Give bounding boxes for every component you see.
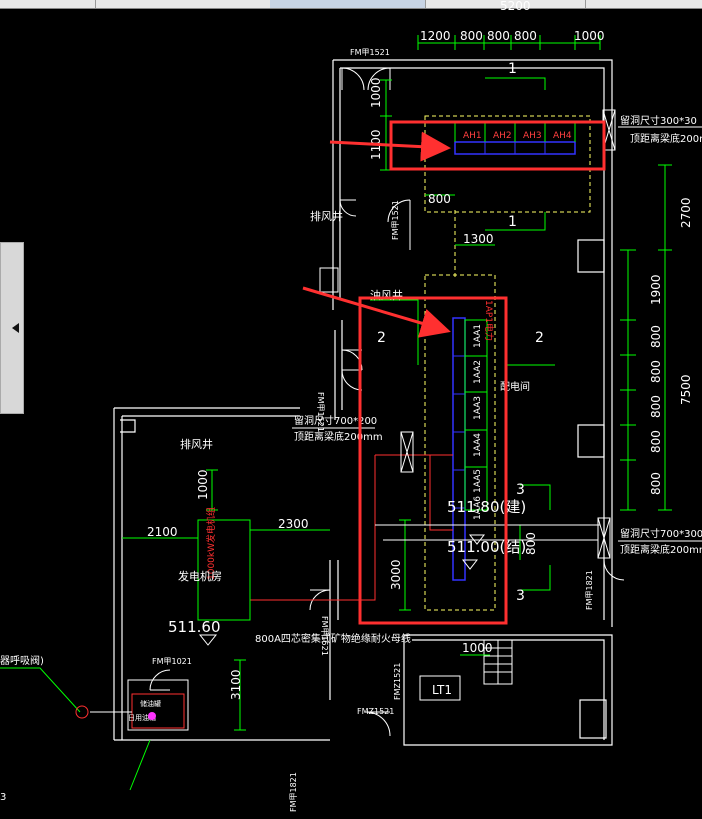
- door-label-2: FM甲1521: [391, 200, 400, 240]
- aa-panel-column[interactable]: 1AA1 1AA2 1AA3 1AA4 1AA5 1AA6: [452, 317, 488, 581]
- opening-markers: [400, 109, 616, 559]
- door-label-4: FM甲1521: [320, 616, 329, 656]
- elevation-structural: 511.00(结): [447, 538, 526, 556]
- door-label-6: FMZ1521: [393, 663, 402, 700]
- section-1a: 1: [508, 61, 517, 77]
- collapse-arrow-icon[interactable]: [12, 323, 19, 333]
- note-2-offset: 顶距离梁底200mm: [294, 430, 383, 443]
- toolbar-tab[interactable]: [425, 0, 586, 8]
- breather-valve-label: 器呼吸阀): [0, 654, 44, 667]
- note-3-size: 留洞尺寸700*300: [620, 527, 702, 540]
- busway-leaders: [375, 524, 600, 541]
- door-label-1: FM甲1521: [350, 48, 390, 57]
- dim-1300: 1300: [463, 232, 494, 246]
- elevation-architectural: 511.80(建): [447, 498, 526, 516]
- door-label-3: FM甲1521: [316, 392, 325, 432]
- dim-1000: 1000: [369, 77, 383, 108]
- dim-2100: 2100: [147, 525, 178, 539]
- door-label-9: FM甲1821: [289, 772, 298, 812]
- room-shaft: 油风井: [370, 288, 403, 302]
- aa-panel-4: 1AA4: [473, 433, 483, 457]
- room-generator: 发电机房: [178, 569, 222, 583]
- door-labels: FM甲1521 FM甲1521 FM甲1521 FM甲1521 FM甲1021 …: [152, 48, 594, 812]
- dim-800a: 800: [428, 192, 451, 206]
- note-3-offset: 顶距离梁底200mm: [620, 543, 702, 556]
- aa-panel-1: 1AA1: [473, 324, 483, 348]
- aa-panel-2: 1AA2: [473, 360, 483, 384]
- section-2b: 2: [535, 330, 544, 346]
- lift-label: LT1: [432, 683, 452, 697]
- dim-top-5: 1000: [574, 29, 605, 43]
- generator-panel-label: 1000kW发电机组: [205, 507, 217, 580]
- dim-top-3: 800: [487, 29, 510, 43]
- dim-top-total: 5200: [500, 0, 531, 13]
- fuel-tank[interactable]: 储油罐 日用油箱: [127, 679, 189, 731]
- vertical-red-label: 1AP1电力: [483, 300, 495, 341]
- doors: [149, 67, 625, 737]
- ah-panel-4: AH4: [553, 131, 572, 141]
- dim-3100: 3100: [229, 669, 243, 700]
- generator-panel[interactable]: 1000kW发电机组: [197, 507, 251, 621]
- door-label-7: FMZ1521: [357, 707, 394, 716]
- dimension-text: 1200 800 800 800 1000 5200 1000 1100 800…: [147, 0, 693, 700]
- section-1b: 1: [508, 214, 517, 230]
- note-2-size: 留洞尺寸700*200: [294, 414, 377, 427]
- aa-panel-3: 1AA3: [473, 396, 483, 420]
- lift: LT1: [419, 675, 461, 701]
- stairs: [483, 639, 513, 685]
- dim-800-5: 800: [649, 472, 663, 495]
- dim-top-1: 1200: [420, 29, 451, 43]
- bottom-left-mark: 3: [0, 792, 6, 803]
- dim-2300: 2300: [278, 517, 309, 531]
- highlight-box-aa-room: [358, 296, 508, 625]
- elevation-generator: 511.60: [168, 618, 221, 636]
- ah-panel-row[interactable]: AH1 AH2 AH3 AH4: [454, 122, 576, 155]
- shaft-box: [319, 267, 339, 293]
- aa-panel-6: 1AA6: [473, 496, 483, 520]
- dim-800c: 800: [524, 532, 538, 555]
- aa-panel-5: 1AA5: [473, 469, 483, 493]
- red-arrow-2: [302, 286, 451, 338]
- section-marks: 1 1 2 2 3 3: [377, 61, 544, 604]
- dim-top-4: 800: [514, 29, 537, 43]
- busway-note: 800A四芯密集式矿物绝缘耐火母线: [255, 632, 411, 645]
- room-exhaust-2: 排风井: [180, 437, 213, 451]
- dim-top-2: 800: [460, 29, 483, 43]
- ah-panel-2: AH2: [493, 131, 512, 141]
- section-3b: 3: [516, 588, 525, 604]
- dim-1000b: 1000: [196, 469, 210, 500]
- cable-routes: [249, 454, 453, 620]
- dim-2700: 2700: [679, 197, 693, 228]
- dim-1900: 1900: [649, 274, 663, 305]
- red-arrow-1: [329, 131, 451, 162]
- dim-800-3: 800: [649, 395, 663, 418]
- dim-800-1: 800: [649, 325, 663, 348]
- dim-3000: 3000: [389, 559, 403, 590]
- dim-800-2: 800: [649, 360, 663, 383]
- toolbar-tab[interactable]: [0, 0, 96, 8]
- dim-800-4: 800: [649, 430, 663, 453]
- highlight-annotations[interactable]: [302, 120, 606, 625]
- ah-panel-3: AH3: [523, 131, 542, 141]
- door-label-5: FM甲1021: [152, 657, 192, 666]
- tank-sub-label: 日用油箱: [128, 713, 156, 722]
- ah-panel-1: AH1: [463, 131, 482, 141]
- note-1-size: 留洞尺寸300*30: [620, 114, 697, 127]
- door-label-8: FM甲1821: [585, 570, 594, 610]
- breather-leader: 器呼吸阀) 3: [0, 654, 151, 803]
- side-panel-collapse[interactable]: [0, 242, 24, 414]
- room-exhaust-1: 排风井: [310, 209, 343, 223]
- section-2a: 2: [377, 330, 386, 346]
- dim-7500: 7500: [679, 374, 693, 405]
- note-1-offset: 顶距离梁底200mm: [630, 132, 702, 145]
- top-toolbar: [0, 0, 702, 9]
- section-3a: 3: [516, 482, 525, 498]
- dim-1000c: 1000: [462, 641, 493, 655]
- toolbar-tab-active[interactable]: [270, 0, 426, 8]
- tank-label: 储油罐: [140, 699, 161, 708]
